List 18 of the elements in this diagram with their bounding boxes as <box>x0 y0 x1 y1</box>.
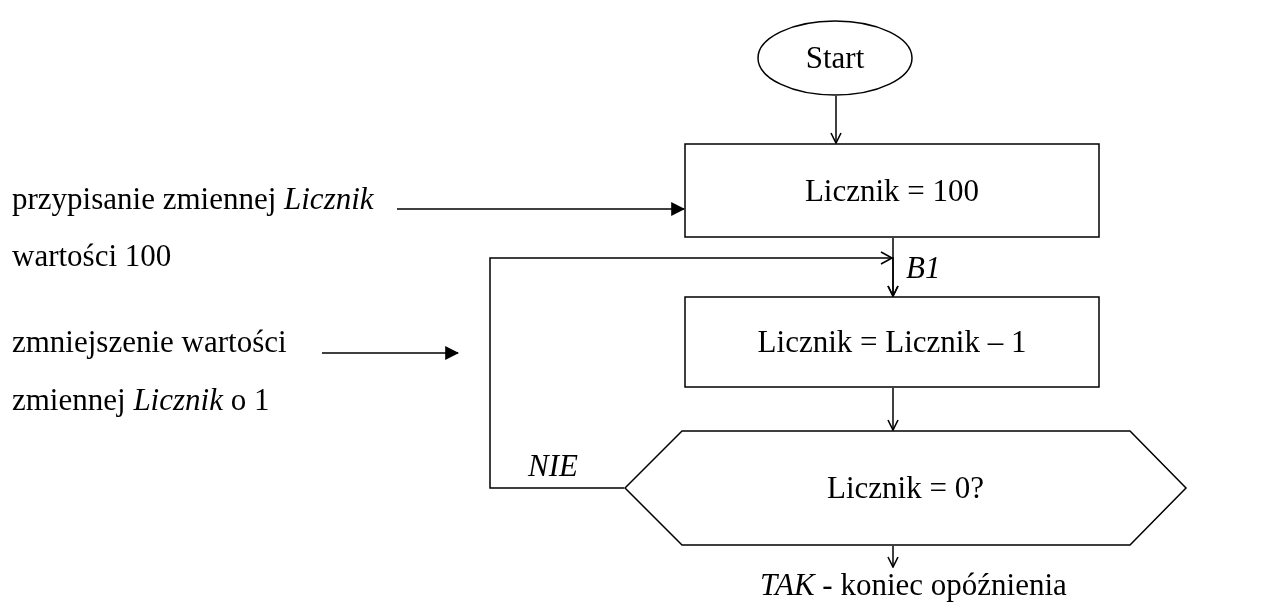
annotation-arrow <box>321 346 460 360</box>
node-label: Licznik = Licznik – 1 <box>757 324 1027 360</box>
loop-label: NIE <box>528 449 578 484</box>
edge-label: TAK - koniec opóźnienia <box>760 569 1067 600</box>
connector-point-label: B1 <box>906 251 941 286</box>
annotation-text: przypisanie zmiennej Licznik wartości 100 <box>12 170 397 284</box>
node-label: Licznik = 0? <box>827 470 984 506</box>
flow-arrow <box>830 95 842 144</box>
decision-hexagon <box>624 430 1187 546</box>
flow-arrow <box>887 387 899 431</box>
node-label: Licznik = 100 <box>804 172 980 209</box>
flow-arrow <box>887 545 899 568</box>
annotation-arrow <box>396 202 686 216</box>
node-label: Start <box>805 40 865 76</box>
process-box <box>684 143 1100 238</box>
annotation-text: zmniejszenie wartości zmiennej Licznik o 1 <box>12 313 322 429</box>
start-terminal <box>757 20 913 96</box>
process-box <box>684 296 1100 388</box>
